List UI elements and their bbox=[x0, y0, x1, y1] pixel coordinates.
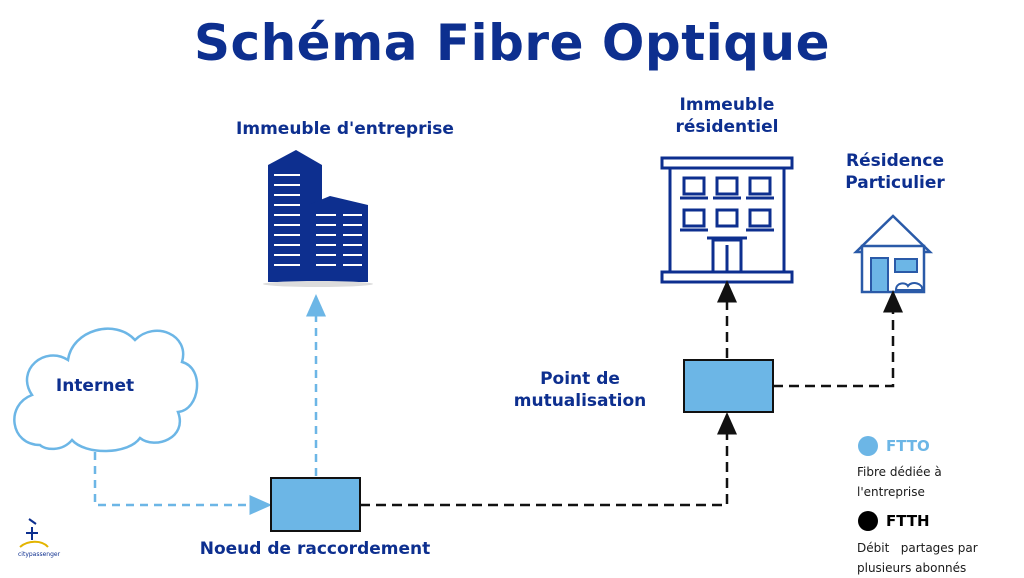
residential-building-icon bbox=[660, 156, 794, 284]
internet-cloud-icon bbox=[13, 327, 199, 453]
ftth-legend-desc: Débit partages par plusieurs abonnés bbox=[857, 541, 978, 575]
svg-text:citypassenger: citypassenger bbox=[18, 551, 61, 558]
raccordement-node bbox=[270, 477, 361, 532]
ftto-legend-desc: Fibre dédiée à l'entreprise bbox=[857, 465, 942, 499]
raccordement-label: Noeud de raccordement bbox=[199, 539, 431, 559]
mutualisation-node bbox=[683, 359, 774, 413]
house-label: Résidence Particulier bbox=[845, 151, 945, 193]
ftto-legend-title: FTTO bbox=[886, 437, 930, 455]
ftth-legend-title: FTTH bbox=[886, 512, 930, 530]
citypassenger-logo: citypassenger bbox=[18, 518, 61, 558]
page-title: Schéma Fibre Optique bbox=[193, 14, 831, 72]
ftth-link bbox=[360, 280, 903, 507]
enterprise-building-icon bbox=[263, 150, 373, 287]
mutualisation-label: Point de mutualisation bbox=[513, 369, 647, 411]
internet-label: Internet bbox=[55, 376, 135, 396]
residential-label: Immeuble résidentiel bbox=[675, 95, 779, 137]
enterprise-label: Immeuble d'entreprise bbox=[236, 119, 454, 139]
ftth-legend-dot bbox=[858, 511, 878, 531]
ftto-link bbox=[93, 294, 326, 515]
house-icon bbox=[852, 214, 934, 294]
ftto-legend-dot bbox=[858, 436, 878, 456]
